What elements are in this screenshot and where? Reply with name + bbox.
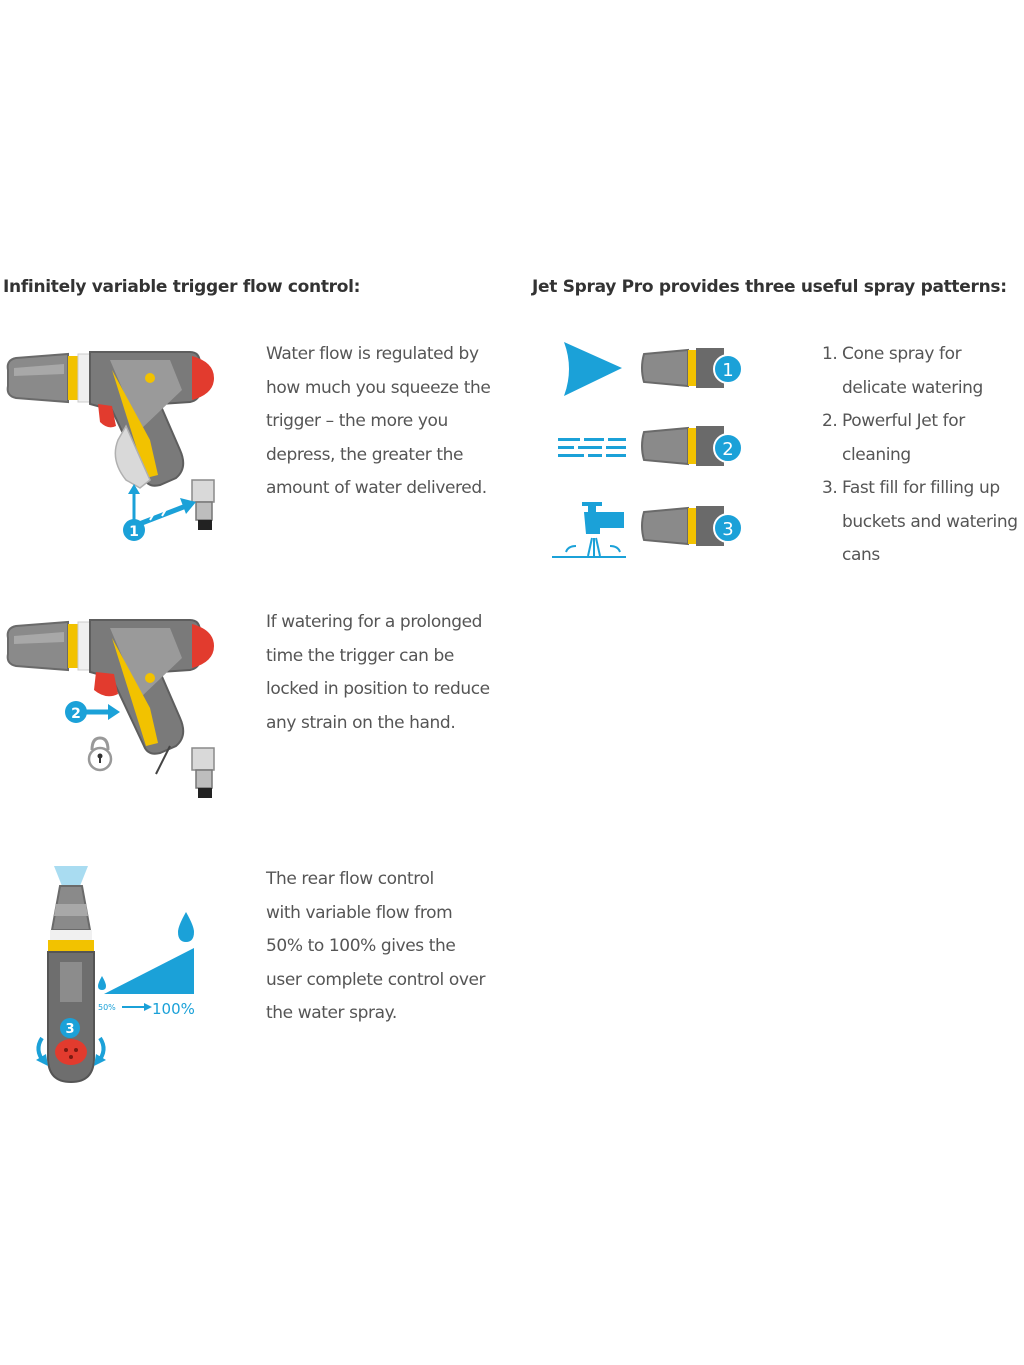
cone-spray-icon: [564, 342, 622, 396]
list-item: 3. Fast fill for filling up buckets and …: [822, 472, 1018, 573]
feature-1-line: how much you squeeze the: [266, 377, 491, 398]
spray-gun-lock-illustration: 2: [6, 619, 215, 798]
feature-1-line: amount of water delivered.: [266, 478, 487, 498]
feature-3-line: 50% to 100% gives the: [266, 936, 456, 956]
tap-fill-icon: [552, 502, 626, 558]
nozzle-1: [641, 348, 724, 388]
feature-1-line: depress, the greater the: [266, 444, 464, 465]
feature-3-line: the water spray.: [266, 1003, 397, 1023]
feature-2-line: locked in position to reduce: [266, 679, 490, 699]
pattern-badge-2: 2: [722, 439, 733, 460]
right-heading: Jet Spray Pro provides three useful spra…: [532, 277, 1007, 297]
feature-3-line: user complete control over: [266, 969, 486, 990]
list-item-number: 2.: [822, 411, 838, 431]
list-item-line: Cone spray for: [842, 344, 962, 364]
jet-spray-icon: [558, 438, 626, 457]
feature-2-line: any strain on the hand.: [266, 712, 456, 733]
feature-2-line: If watering for a prolonged: [266, 612, 483, 632]
feature-2-line: time the trigger can be: [266, 645, 454, 666]
spray-pattern-list: 1. Cone spray for delicate watering 2. P…: [822, 338, 1018, 573]
feature-3-line: The rear flow control: [266, 869, 434, 889]
spray-gun-trigger-illustration: 1: [6, 351, 215, 541]
list-item-line: delicate watering: [842, 377, 983, 398]
feature-1-line: Water flow is regulated by: [266, 344, 479, 364]
spray-patterns-illustration: 1 2 3: [552, 342, 743, 558]
pattern-badge-1: 1: [722, 360, 733, 381]
left-heading: Infinitely variable trigger flow control…: [3, 277, 361, 297]
feature-3-line: with variable flow from: [266, 902, 453, 923]
feature-3-text: The rear flow control with variable flow…: [266, 863, 486, 1031]
list-item: 2. Powerful Jet for cleaning: [822, 405, 1018, 472]
feature-2-text: If watering for a prolonged time the tri…: [266, 606, 490, 740]
list-item-line: Fast fill for filling up: [842, 478, 1000, 498]
nozzle-3: [641, 506, 724, 546]
feature-1-text: Water flow is regulated by how much you …: [266, 338, 491, 506]
rear-flow-control-illustration: 3 50% 100%: [36, 866, 195, 1084]
large-drop-icon: [178, 912, 194, 942]
list-item-line: cleaning: [842, 444, 911, 465]
badge-3-illustration: 3: [65, 1022, 74, 1037]
small-drop-icon: [98, 976, 106, 990]
list-item-line: cans: [842, 545, 880, 565]
list-item-line: Powerful Jet for: [842, 411, 965, 431]
nozzle-2: [641, 426, 724, 466]
flow-min-label: 50%: [98, 1003, 116, 1012]
list-item-number: 3.: [822, 478, 838, 498]
list-item: 1. Cone spray for delicate watering: [822, 338, 1018, 405]
list-item-number: 1.: [822, 344, 838, 364]
badge-1-illustration: 1: [129, 524, 139, 540]
padlock-icon: [87, 736, 113, 772]
flow-max-label: 100%: [152, 1000, 195, 1018]
list-item-line: buckets and watering: [842, 511, 1018, 532]
pattern-badge-3: 3: [722, 519, 733, 540]
feature-1-line: trigger – the more you: [266, 411, 448, 431]
badge-2-illustration: 2: [71, 706, 81, 722]
